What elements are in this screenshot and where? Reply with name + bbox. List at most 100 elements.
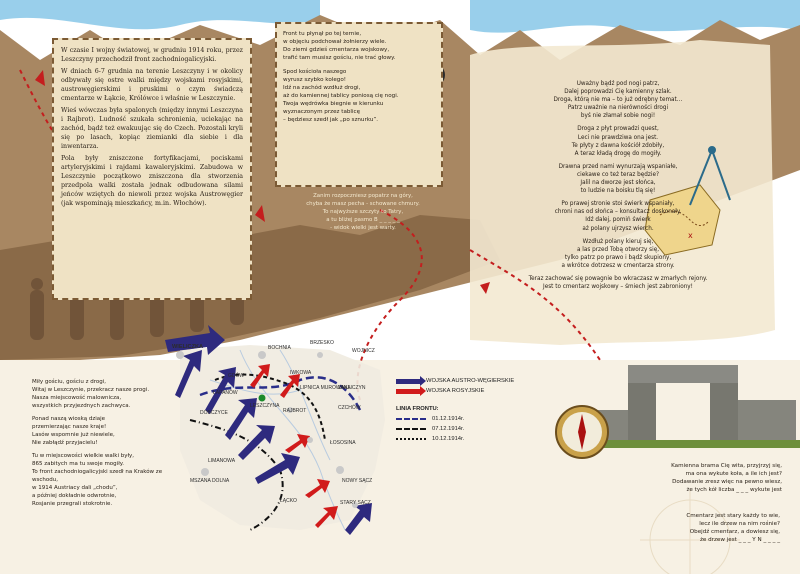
legend-row-russian: WOJSKA ROSYJSKIE bbox=[396, 385, 536, 396]
city-label: LESZCZYNA bbox=[250, 403, 280, 409]
poem-line: Po prawej stronie stoi świerk wspaniały, bbox=[561, 201, 675, 208]
treasure-map-illustration: x bbox=[644, 184, 721, 256]
poem-line: Witaj w Leszczynie, przekracz nasze prog… bbox=[32, 387, 150, 393]
poem-line: Jalil na dworze jest słońca, bbox=[580, 180, 656, 187]
poem-line: że drzew jest _ _ _ Y N _ _ _ _ bbox=[699, 537, 780, 543]
legend-label: WOJSKA ROSYJSKIE bbox=[426, 388, 485, 394]
poem-line: Te płyty z dawna kościół zdobiły, bbox=[571, 142, 665, 149]
faint-compass-rose bbox=[640, 490, 740, 574]
poem-line: Cmentarz jest stary każdy to wie, bbox=[686, 513, 780, 519]
poem-line: – będziesz szedł jak „po sznurku”. bbox=[283, 117, 379, 123]
poem-line: Spod kościoła naszego bbox=[283, 69, 347, 75]
poem-line: Do ziemi gdzieś cmentarza wojskowy, bbox=[283, 47, 390, 53]
city-label: IWKOWA bbox=[290, 370, 312, 376]
poem-line: Leci nie prawdziwa ona jest. bbox=[577, 134, 659, 141]
city-label: WOJNICZ bbox=[352, 348, 375, 354]
legend-date: 07.12.1914r. bbox=[432, 426, 465, 432]
legend-date: 10.12.1914r. bbox=[432, 436, 465, 442]
poem-line: ma ona wykute koła, a ile ich jest? bbox=[685, 471, 782, 477]
map-legend: WOJSKA AUSTRO-WĘGIERSKIE WOJSKA ROSYJSKI… bbox=[396, 375, 536, 444]
drawing-compass-illustration bbox=[689, 146, 731, 206]
history-paragraph: W czasie I wojny światowej, w grudniu 19… bbox=[61, 47, 243, 63]
austrian-arrows bbox=[165, 325, 372, 535]
poem-line: Nasza miejscowość malownicza, bbox=[32, 395, 122, 401]
trail-directions-poem: Uważny bądź pod nogi patrz, Dalej poprow… bbox=[528, 80, 708, 296]
poem-line: Rosjanie przegrali stokrotnie. bbox=[32, 501, 113, 507]
legend-row-front-2: 07.12.1914r. bbox=[396, 424, 536, 434]
city-label: MSZANA DOLNA bbox=[190, 478, 230, 484]
poem-line: 865 zabitych ma tu swoje mogiły. bbox=[32, 461, 124, 467]
poem-line: Uważny bądź pod nogi patrz, bbox=[576, 81, 660, 87]
poem-line: tylko patrz po prawo i bądź skupiony, bbox=[564, 254, 672, 261]
city-label: NOWY SĄCZ bbox=[342, 478, 373, 484]
poem-stanza: Po prawej stronie stoi świerk wspaniały,… bbox=[528, 200, 708, 232]
city-label: ZAKLICZYN bbox=[338, 385, 366, 391]
sky-strip-left bbox=[0, 0, 320, 30]
poem-line: to ludzie na boisku tlą się! bbox=[580, 188, 656, 195]
poem-line: a wkrótce dotrzesz w cmentarza strony. bbox=[561, 262, 675, 269]
history-paragraph: W dniach 6-7 grudnia na terenie Leszczyn… bbox=[61, 68, 243, 102]
poem-line: trafić tam musisz gościu, nie trać głowy… bbox=[283, 55, 396, 61]
poem-line: Droga, którą nie ma – to już odrębny tem… bbox=[553, 97, 683, 104]
poem-line: Idź na zachód wzdłuż drogi, bbox=[283, 85, 361, 91]
city-label: BOCHNIA bbox=[268, 345, 291, 351]
poem-line: chroni nas od słońca – konsultacz doskon… bbox=[554, 209, 682, 216]
poem-line: Patrz uważnie na nierówności drogi bbox=[567, 105, 669, 112]
city-label: WIELICZKA bbox=[172, 344, 204, 350]
city-label: LIPNICA MUROWANA bbox=[300, 385, 351, 391]
poem-line: Dalej poprowadzi Cię kamienny szlak. bbox=[564, 89, 672, 96]
poem-line: Teraz zachować się powagnie bo wkraczasz… bbox=[528, 275, 708, 282]
mountain-riddle: Zanim rozpoczniesz popatrz na góry, chyb… bbox=[288, 192, 438, 232]
poem-line: w 1914 Austriacy dali „chodu”, bbox=[32, 485, 118, 491]
poem-stanza: Wzdłuż polany kieruj się, a las przed To… bbox=[528, 238, 708, 270]
regional-map bbox=[165, 325, 385, 535]
history-paragraph: Wieś wówczas była spalonych (między inny… bbox=[61, 107, 243, 150]
poem-line: w objęciu podchował żołnierzy wiele. bbox=[283, 39, 387, 45]
pocket-compass-illustration bbox=[555, 405, 609, 459]
riddle-line: To najwyższe szczyty to Tatry, bbox=[322, 209, 404, 215]
dashed-line-icon bbox=[396, 418, 426, 420]
history-text-box: W czasie I wojny światowej, w grudniu 19… bbox=[52, 38, 252, 300]
city-label: ŁAPANÓW bbox=[213, 390, 238, 396]
poem-line: przemierzając nasze kraje! bbox=[32, 424, 107, 430]
poem-line: że tych kół liczba _ _ _ wykute jest bbox=[686, 487, 782, 493]
poem-line: Dodawanie zresz więc na pewno wiesz, bbox=[672, 479, 782, 485]
leszczyna-marker bbox=[258, 394, 266, 402]
poem-stanza: Tu w miejscowości wielkie walki były, 86… bbox=[32, 452, 172, 508]
poem-line: byś nie złamał sobie nogi! bbox=[580, 113, 656, 120]
riddle-line: chyba że masz pecha - schowane chmury. bbox=[306, 201, 420, 207]
welcome-poem: Miły gościu, gościu z drogi, Witaj w Les… bbox=[32, 378, 172, 513]
poem-stanza: Drawna przed nami wynurzają wspaniałe, c… bbox=[528, 163, 708, 195]
legend-date: 01.12.1914r. bbox=[432, 416, 465, 422]
poem-stanza: Teraz zachować się powagnie bo wkraczasz… bbox=[528, 275, 708, 291]
city-label: BRZESKO bbox=[310, 340, 334, 346]
city-label: ŁOSOSINA bbox=[330, 440, 356, 446]
riddle-line: a tu bliżej pasmo B _ _ _ _ _ bbox=[326, 217, 400, 223]
sky-strip-right bbox=[470, 0, 800, 33]
poem-line: wyznaczonym przez tablicę bbox=[283, 109, 361, 115]
poem-stanza: Ponad naszą wioską dziaje przemierzając … bbox=[32, 415, 172, 447]
poem-line: Ponad naszą wioską dziaje bbox=[32, 416, 106, 422]
city-label: STARY SĄCZ bbox=[340, 500, 371, 506]
legend-label: WOJSKA AUSTRO-WĘGIERSKIE bbox=[426, 378, 515, 384]
city-label: GDÓW bbox=[228, 373, 245, 379]
poem-line: Obejdź cmentarz, a dowiesz się, bbox=[689, 529, 780, 535]
poem-line: ciekawe co też teraz będzie? bbox=[577, 171, 659, 178]
city-label: LIMANOWA bbox=[208, 458, 236, 464]
poem-line: aż do kamiennej tablicy poniosą cię nogi… bbox=[283, 93, 399, 99]
poem-stanza: Miły gościu, gościu z drogi, Witaj w Les… bbox=[32, 378, 172, 410]
city-label: RAJBROT bbox=[283, 408, 307, 414]
poem-line: Idź dalej, pomiń świerk bbox=[585, 217, 651, 224]
town-dots bbox=[176, 351, 358, 508]
poem-line: Drawna przed nami wynurzają wspaniałe, bbox=[558, 163, 678, 170]
city-label: DOBCZYCE bbox=[200, 410, 228, 416]
gate-riddle: Kamienna brama Cię wita, przyjrzyj się, … bbox=[612, 462, 782, 494]
riddle-line: - widok wielki jest warty. bbox=[330, 225, 396, 231]
poem-line: Twoja wędrówka biegnie w kierunku bbox=[283, 101, 384, 107]
poem-line: Wzdłuż polany kieruj się, bbox=[582, 238, 654, 245]
blue-arrow-icon bbox=[396, 375, 426, 386]
poem-line: lecz ile drzew na nim rośnie? bbox=[699, 521, 780, 527]
poem-line: Jest to cmentarz wojskowy – śmiech jest … bbox=[543, 284, 693, 291]
poem-line: To front zachodniogalicyjski szedł na Kr… bbox=[32, 469, 163, 483]
